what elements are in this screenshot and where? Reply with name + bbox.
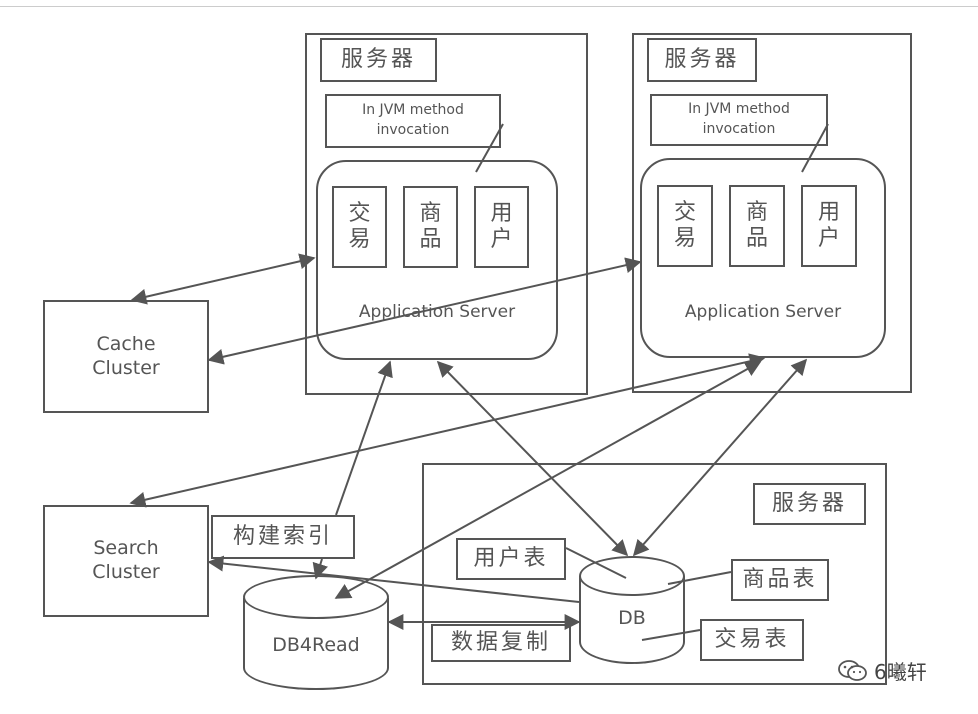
top-border-line	[0, 6, 978, 7]
server-2-note-leader	[801, 123, 829, 173]
server-2-module-goods: 商 品	[729, 185, 785, 267]
trade-table-label: 交易表	[700, 619, 804, 661]
wechat-icon	[838, 659, 868, 683]
server-2-invocation-note: In JVM method invocation	[650, 94, 828, 146]
arrow-db4read-server1	[335, 360, 393, 516]
server-1-label: 服务器	[320, 38, 437, 82]
search-cluster-box: Search Cluster	[43, 505, 209, 617]
server-2-label: 服务器	[647, 38, 757, 82]
line-index-db4read	[312, 558, 328, 580]
db4read-label: DB4Read	[272, 634, 360, 657]
leader-goods-table	[667, 571, 732, 585]
db-label: DB	[618, 607, 646, 630]
server-2-app-server-label: Application Server	[684, 302, 842, 323]
arrow-cache-server1	[130, 253, 316, 305]
server-1-invocation-note: In JVM method invocation	[325, 94, 501, 148]
arrow-cache-server2	[207, 257, 642, 365]
arrow-server2-db	[632, 358, 808, 557]
build-index-label: 构建索引	[211, 515, 355, 559]
data-replication-label: 数据复制	[431, 624, 571, 662]
server-2-module-user: 用 户	[801, 185, 857, 267]
leader-user-table	[565, 547, 627, 579]
server-2-module-trade: 交 易	[657, 185, 713, 267]
arrow-search-server2	[129, 353, 766, 508]
leader-trade-table	[641, 629, 701, 641]
server-1-module-trade: 交 易	[332, 186, 387, 268]
arrow-server2-db4read	[334, 361, 762, 599]
server-1-note-leader	[475, 123, 504, 173]
arrow-search-db	[207, 555, 580, 603]
server-1-module-user: 用 户	[474, 186, 529, 268]
watermark-text: 6曦轩	[874, 660, 927, 684]
watermark: 6曦轩	[838, 656, 927, 685]
